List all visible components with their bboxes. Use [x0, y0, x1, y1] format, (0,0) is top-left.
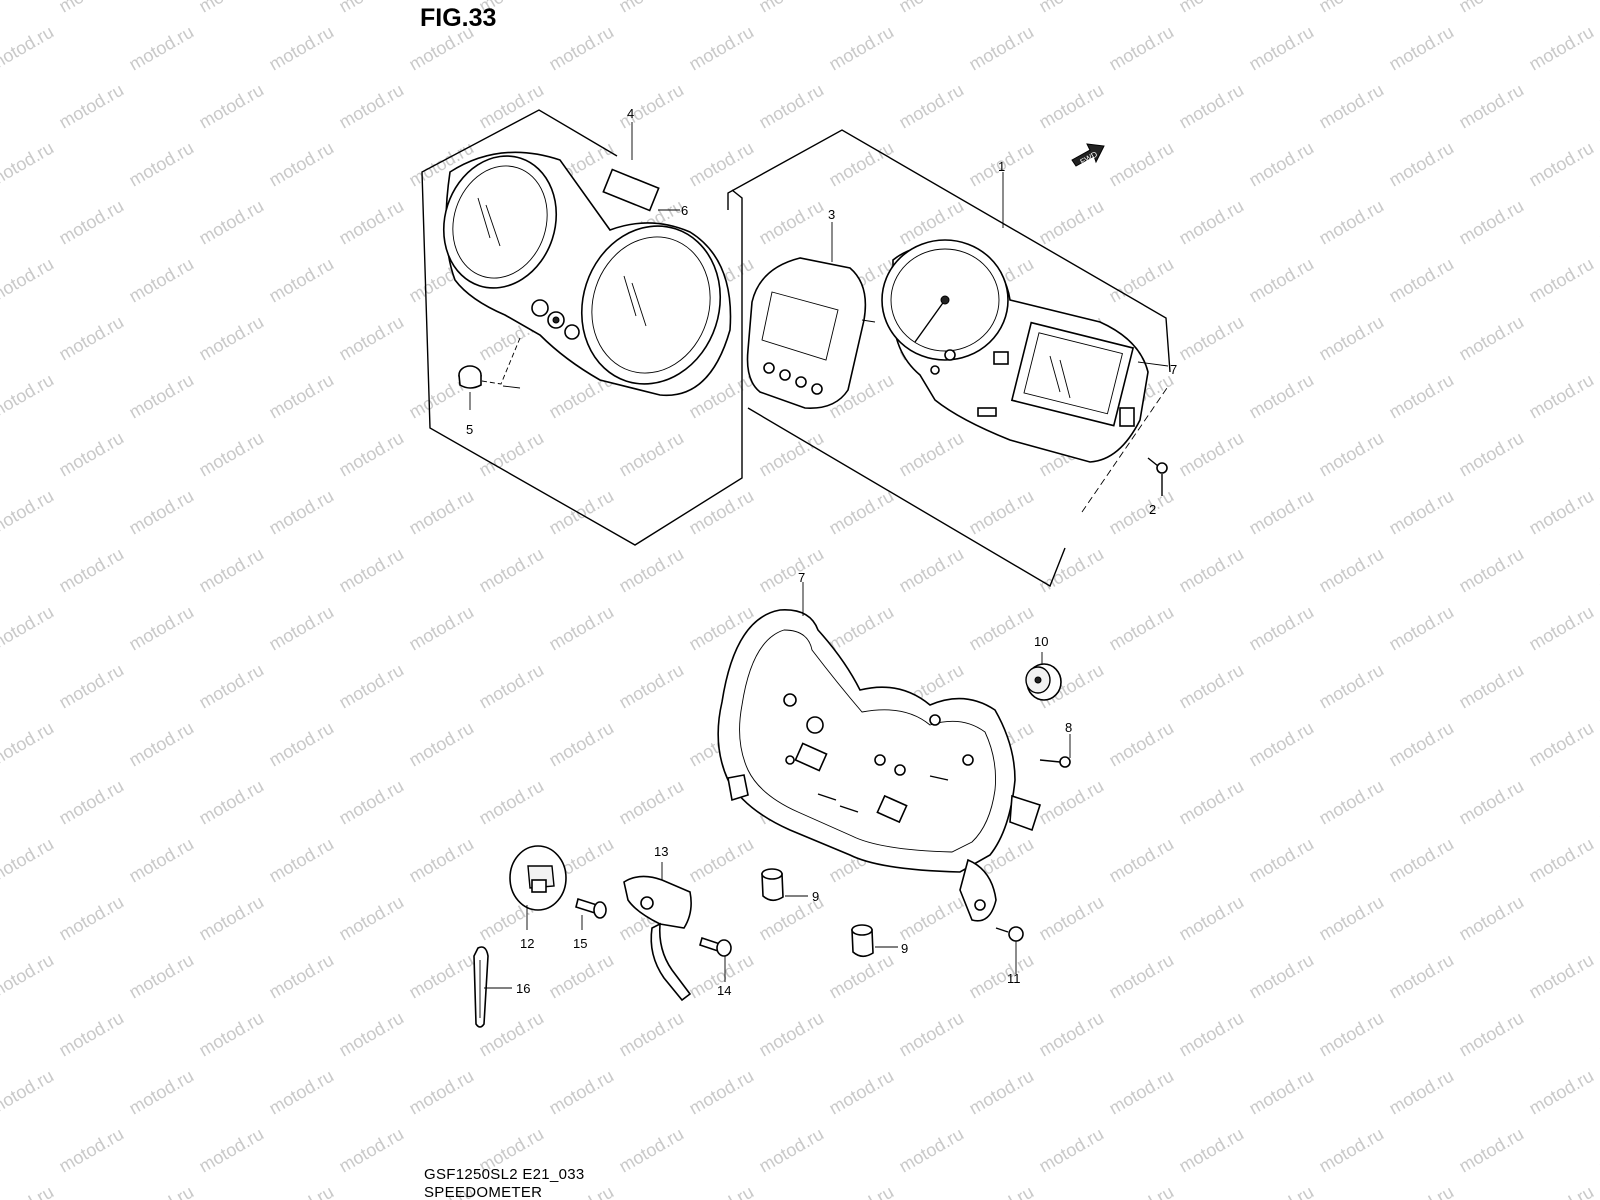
- callout-3: 3: [828, 207, 835, 222]
- screw-part: [1039, 756, 1071, 768]
- diagram-code: GSF1250SL2 E21_033: [424, 1166, 585, 1183]
- screw-part: [1147, 457, 1168, 496]
- callout-numbers: 4 6 5 1 3 7 2 7 10 8 9 9 11 13 14 12 15 …: [466, 106, 1177, 998]
- forward-direction-arrow: FWD: [1071, 143, 1105, 167]
- callout-8: 8: [1065, 720, 1072, 735]
- callout-9-a: 9: [812, 889, 819, 904]
- bolt-part: [699, 936, 732, 957]
- callout-11: 11: [1007, 971, 1021, 986]
- meter-unit-part: [881, 239, 1149, 463]
- callout-13: 13: [654, 844, 668, 859]
- callout-2: 2: [1149, 502, 1156, 517]
- figure-title: FIG.33: [420, 4, 497, 32]
- leader-lines: [469, 122, 1169, 989]
- rubber-cap-part: [458, 337, 521, 389]
- diagram-name: SPEEDOMETER: [424, 1184, 543, 1200]
- callout-12: 12: [520, 936, 534, 951]
- meter-cover-part: [442, 151, 732, 397]
- cushion-part: [761, 868, 874, 958]
- callout-7-upper: 7: [1170, 362, 1177, 377]
- bulb-socket-part: [509, 845, 567, 911]
- screw-part: [995, 926, 1024, 965]
- callout-4: 4: [627, 106, 634, 121]
- lcd-bezel-part: [746, 257, 876, 409]
- cover-group-outline: [421, 109, 743, 546]
- callout-14: 14: [717, 983, 731, 998]
- meter-case-part: [717, 609, 1042, 922]
- wire-strap-part: [473, 946, 489, 1028]
- callout-15: 15: [573, 936, 587, 951]
- sensor-part: [623, 875, 692, 1002]
- callout-5: 5: [466, 422, 473, 437]
- grommet-part: [1025, 663, 1062, 701]
- meter-group-outline: [727, 129, 1171, 588]
- bolt-part: [575, 897, 607, 919]
- callout-1: 1: [998, 159, 1005, 174]
- callout-16: 16: [516, 981, 530, 996]
- callout-6: 6: [681, 203, 688, 218]
- callout-10: 10: [1034, 634, 1048, 649]
- callout-7-lower: 7: [798, 570, 805, 585]
- callout-9-b: 9: [901, 941, 908, 956]
